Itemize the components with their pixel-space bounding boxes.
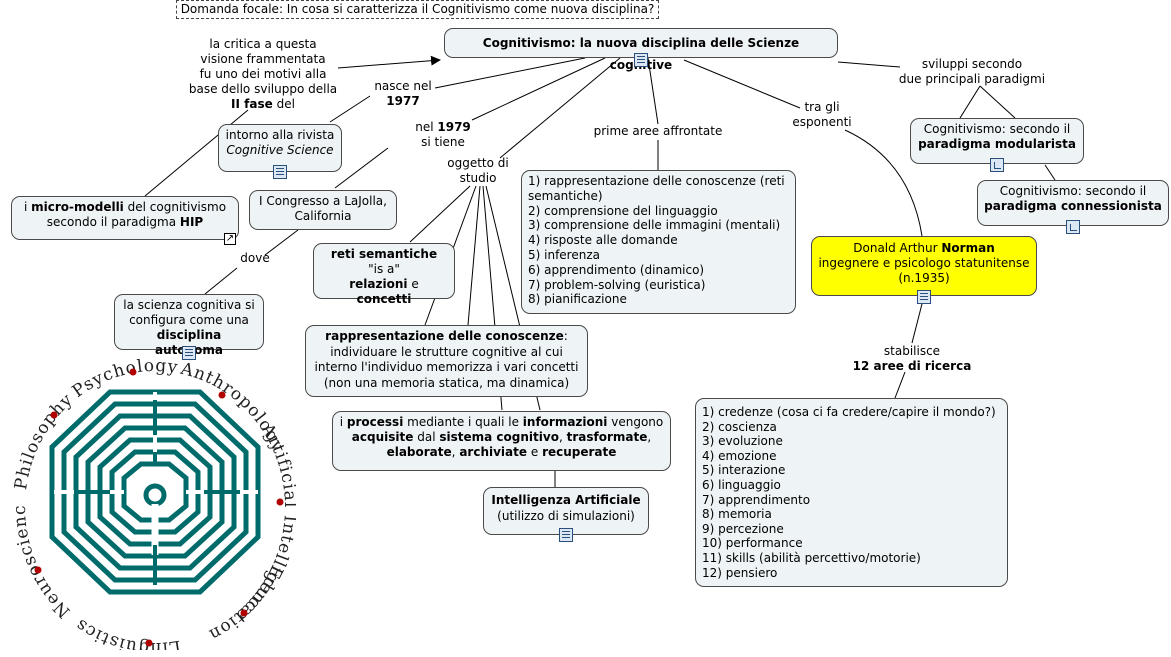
label-nel1979: nel 1979 si tiene [415,120,471,149]
focal-question: Domanda focale: In cosa si caratterizza … [176,0,659,19]
label-prime-aree: prime aree affrontate [593,124,723,138]
link-icon[interactable]: ↗ [224,233,236,245]
label-critica: la critica a questa visione frammentata … [188,37,338,111]
note-icon[interactable] [182,346,196,360]
node-ia[interactable]: Intelligenza Artificiale(utilizzo di sim… [483,487,649,535]
svg-text:Psychology: Psychology [69,356,180,402]
label-dove: dove [240,251,270,265]
logo-word-psychology: Psychology [69,356,179,402]
node-congresso[interactable]: I Congresso a LaJolla,California [249,190,397,230]
maze-icon [49,389,261,595]
tree-icon[interactable] [990,158,1004,172]
svg-text:Philosophy: Philosophy [14,390,77,492]
node-reti[interactable]: reti semantiche"is a" relazioni e concet… [313,243,455,306]
logo-dots [34,368,284,647]
cognitive-science-logo: Education Linguistics Neuroscience Philo… [14,355,296,650]
tree-icon[interactable] [1066,220,1080,234]
node-processi[interactable]: i processi mediante i quali le informazi… [332,411,671,471]
node-norman[interactable]: Donald Arthur Norman ingegnere e psicolo… [811,236,1037,296]
note-icon[interactable] [559,528,573,542]
node-micromodelli[interactable]: i micro-modelli del cognitivismo secondo… [11,196,239,240]
logo-word-linguistics: Linguistics [72,614,182,650]
note-icon[interactable] [917,290,931,304]
svg-text:Linguistics: Linguistics [72,614,183,650]
note-icon[interactable] [273,165,287,179]
note-icon[interactable] [634,53,648,67]
node-aree-list[interactable]: 1) rappresentazione delle conoscenze (re… [521,170,796,314]
logo-word-philosophy: Philosophy [14,390,76,492]
node-ricerca-list[interactable]: 1) credenze (cosa ci fa credere/capire i… [695,398,1008,587]
node-rappresentazione[interactable]: rappresentazione delle conoscenze: indiv… [305,325,588,397]
